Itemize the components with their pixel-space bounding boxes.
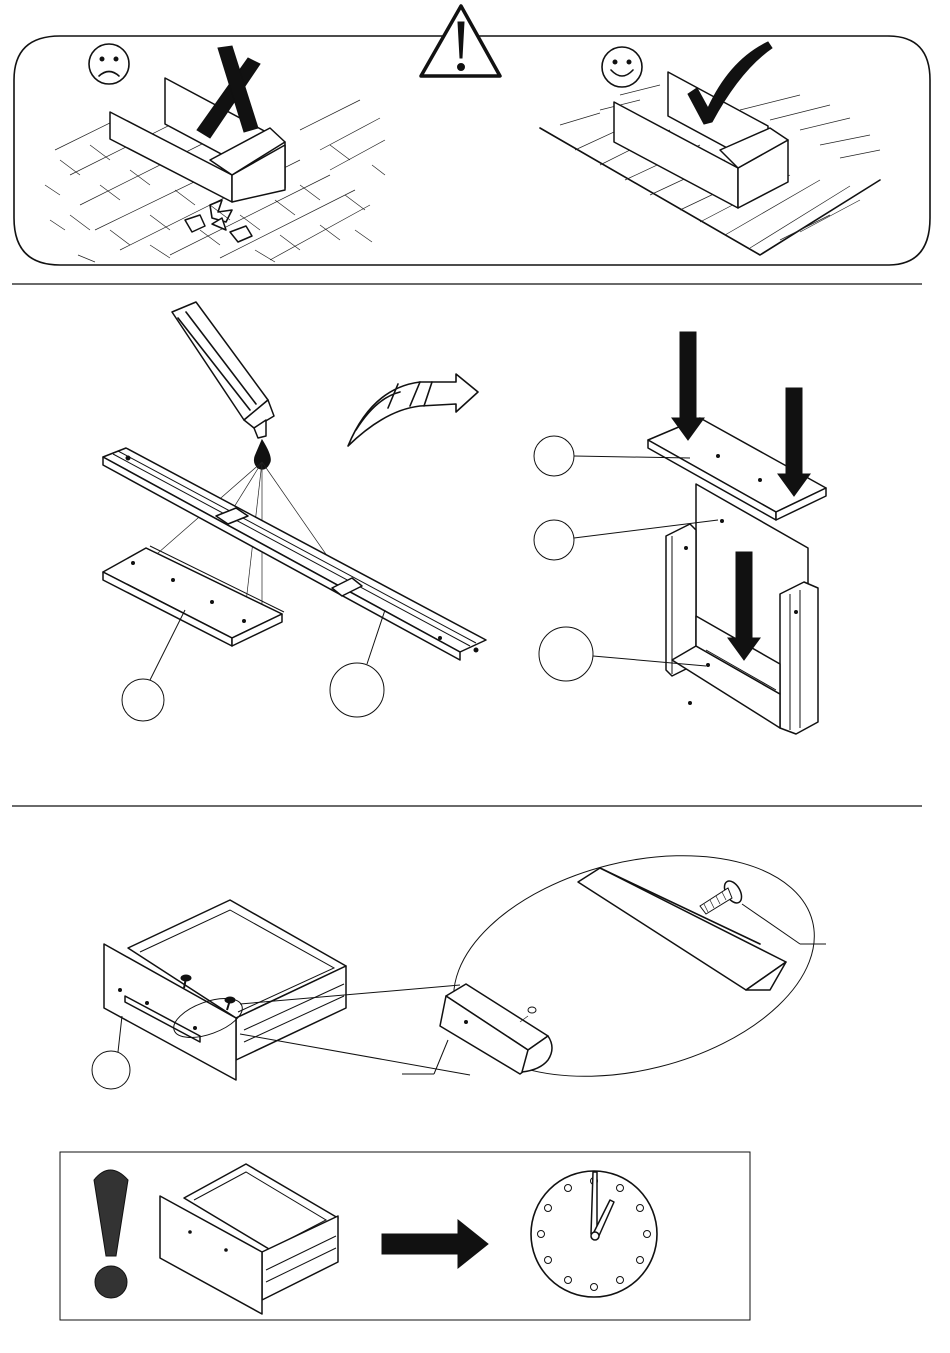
long-rail-board: [103, 448, 486, 660]
surface-warning-panel: [14, 6, 930, 265]
right-arrow-icon: [382, 1220, 488, 1268]
hard-floor-scene: [45, 44, 385, 262]
drawer-box-small: [160, 1164, 338, 1314]
drawer-box: [104, 900, 346, 1080]
callout-side-board: [122, 610, 185, 721]
detail-ellipse: [402, 821, 838, 1112]
glue-and-assemble-step: [103, 302, 826, 734]
callout-long-rail: [330, 610, 385, 717]
exclamation-icon: [94, 1170, 128, 1298]
callout-drawer-front: [92, 1016, 130, 1089]
drying-time-panel: [60, 1152, 750, 1320]
warning-triangle-icon: [421, 6, 500, 76]
glue-drop-icon: [254, 440, 270, 469]
handle-screw-step: [92, 821, 838, 1112]
glue-tube-icon: [172, 302, 274, 438]
soft-floor-scene: [540, 42, 880, 255]
frame-assembly: [534, 332, 826, 734]
rotate-arrow-icon: [348, 374, 478, 446]
side-board: [103, 546, 284, 646]
clock-icon: [531, 1171, 657, 1297]
happy-face-icon: [602, 47, 642, 87]
sad-face-icon: [89, 44, 129, 84]
screw-icon: [700, 878, 745, 914]
